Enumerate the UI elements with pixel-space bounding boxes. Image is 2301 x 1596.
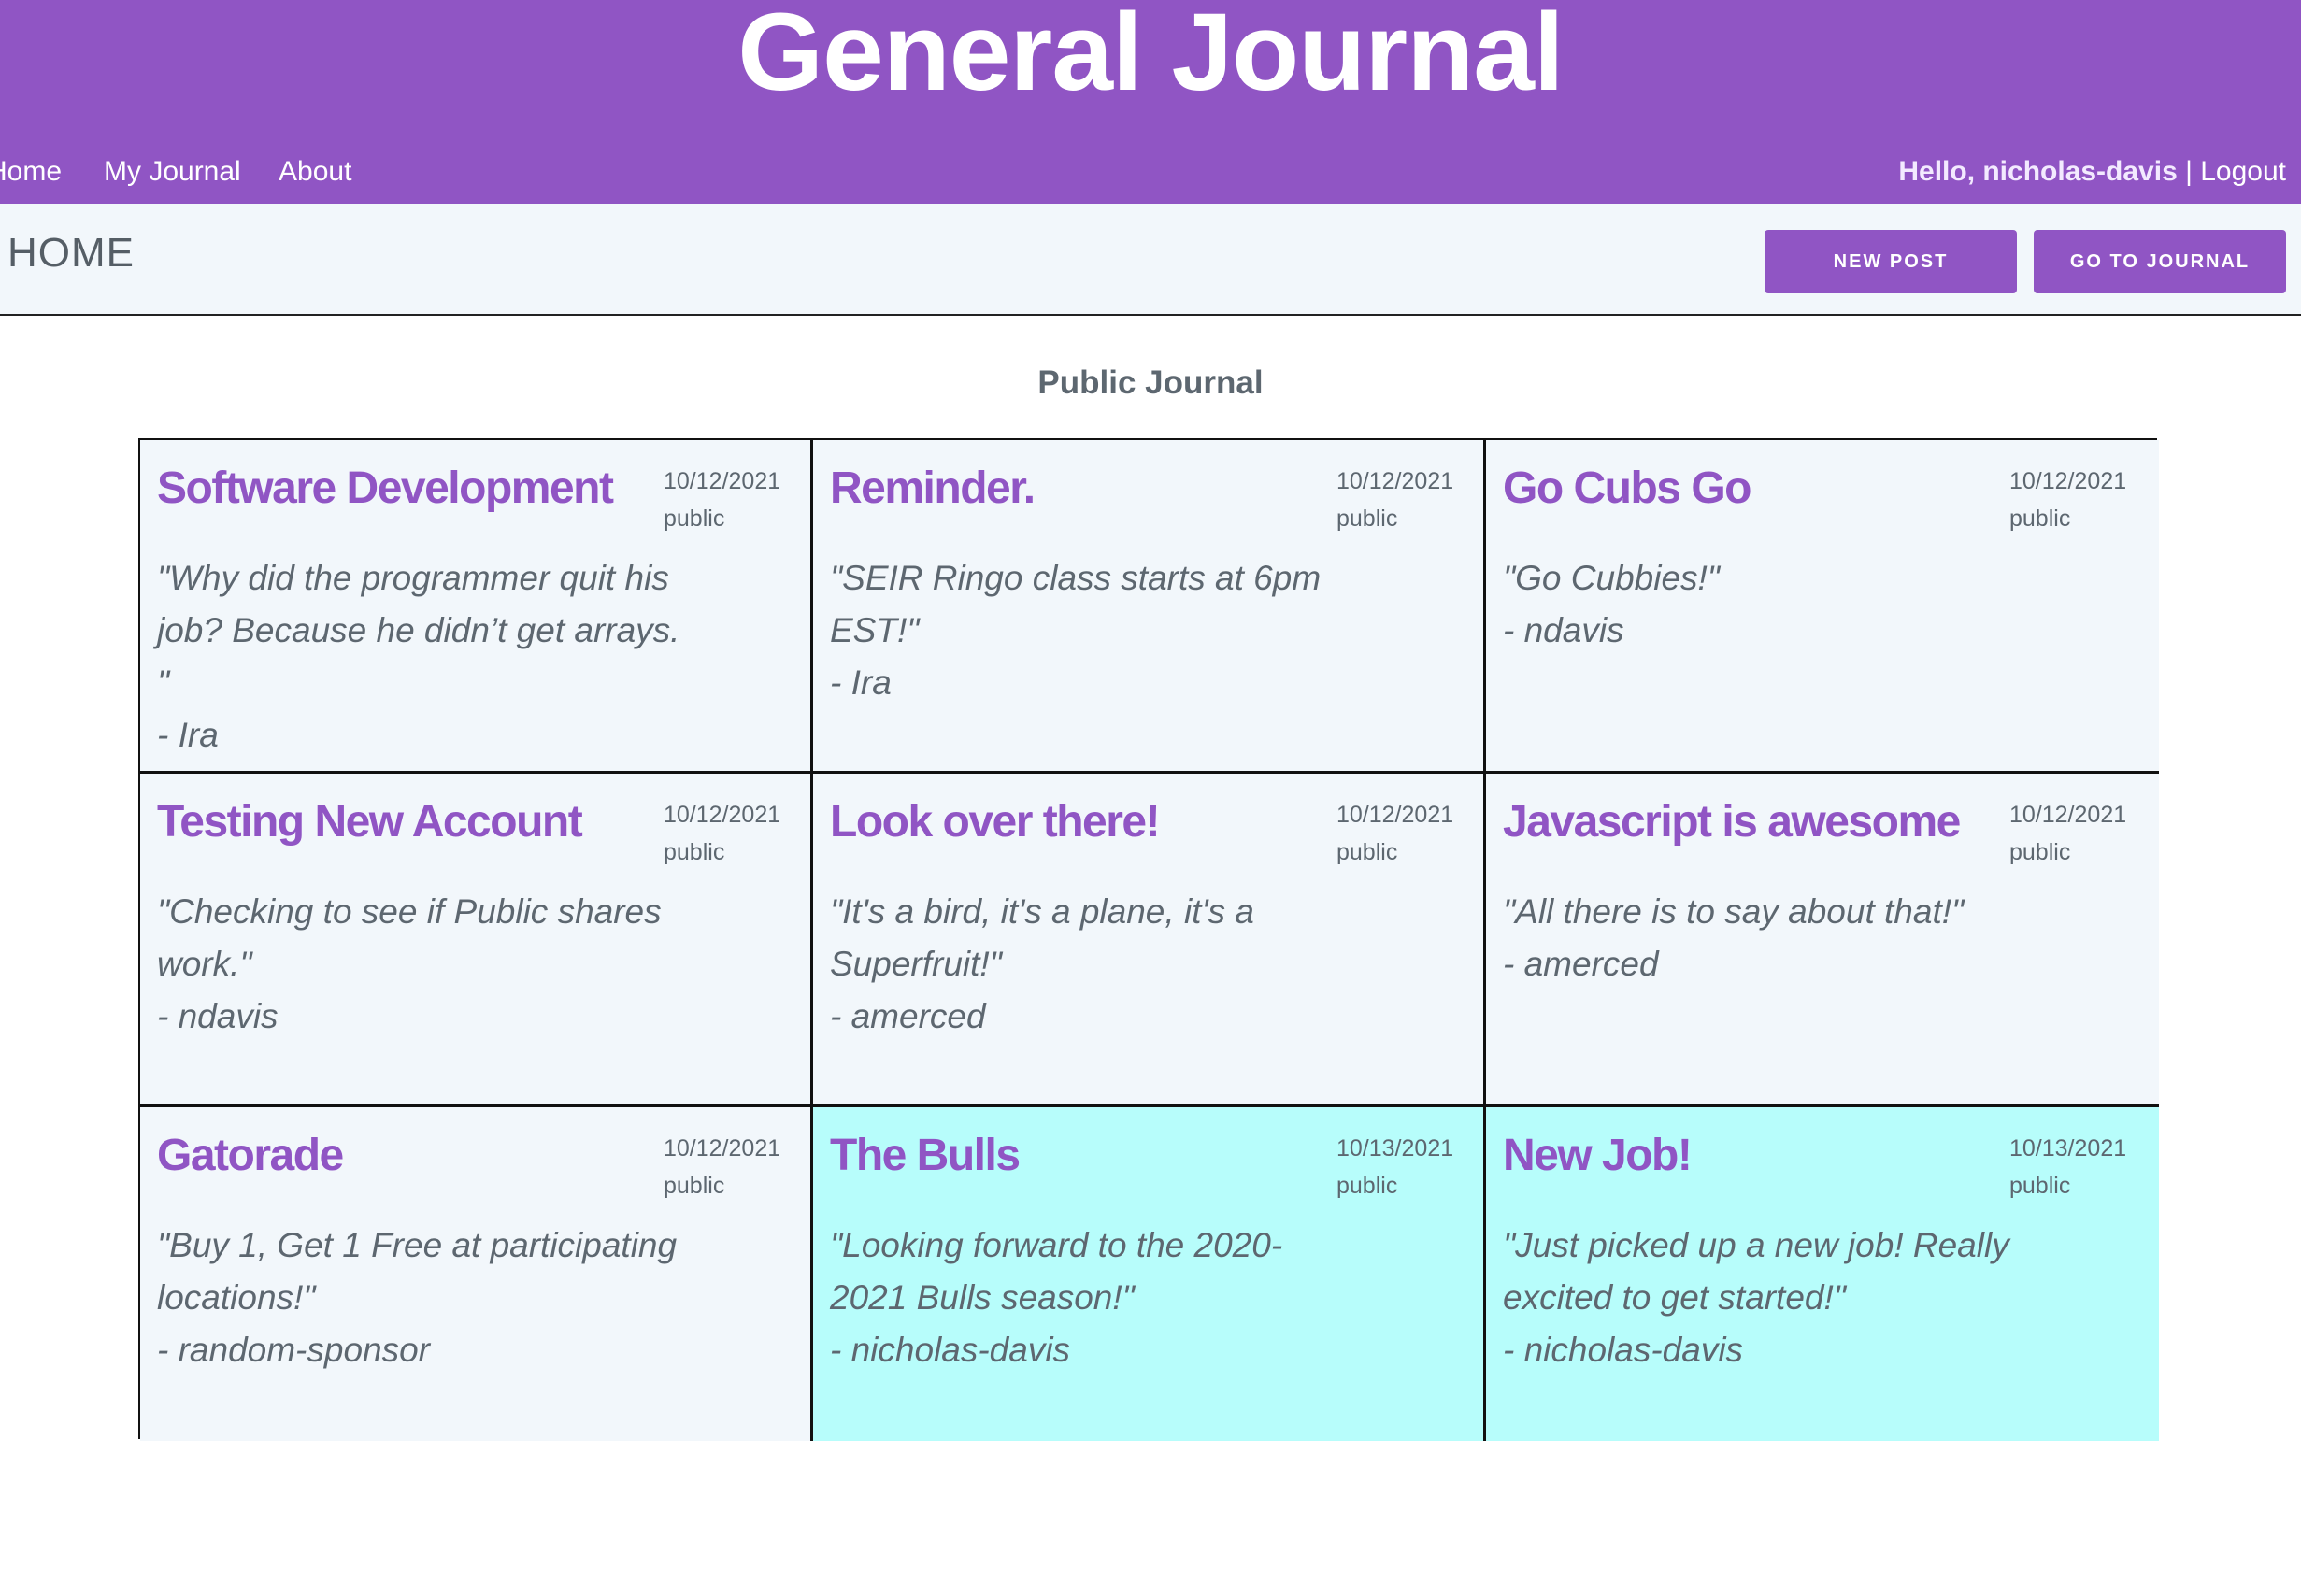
card-title: Testing New Account: [157, 797, 583, 847]
journal-card[interactable]: Javascript is awesome 10/12/2021 public …: [1486, 774, 2159, 1107]
card-author: - nicholas-davis: [830, 1331, 1071, 1369]
journal-card[interactable]: Look over there! 10/12/2021 public "It's…: [813, 774, 1486, 1107]
journal-card[interactable]: Testing New Account 10/12/2021 public "C…: [140, 774, 813, 1107]
journal-card[interactable]: Software Development 10/12/2021 public "…: [140, 440, 813, 774]
card-date: 10/12/2021: [2009, 468, 2127, 494]
card-body: "Looking forward to the 2020-2021 Bulls …: [830, 1219, 1353, 1376]
card-quote: "Checking to see if Public shares work.": [157, 892, 662, 983]
card-body: "Buy 1, Get 1 Free at participating loca…: [157, 1219, 680, 1376]
card-title: Reminder.: [830, 463, 1036, 513]
card-date: 10/13/2021: [2009, 1135, 2127, 1161]
card-date: 10/12/2021: [664, 468, 781, 494]
site-header: General Journal Home My Journal About He…: [0, 0, 2301, 204]
card-date: 10/12/2021: [1336, 802, 1454, 828]
card-visibility: public: [2009, 1173, 2071, 1199]
card-visibility: public: [664, 1173, 725, 1199]
journal-grid: Software Development 10/12/2021 public "…: [138, 438, 2159, 1441]
journal-card[interactable]: Go Cubs Go 10/12/2021 public "Go Cubbies…: [1486, 440, 2159, 774]
card-title: Javascript is awesome: [1503, 797, 1961, 847]
card-date: 10/12/2021: [2009, 802, 2127, 828]
card-author: - amerced: [1503, 945, 1659, 983]
card-author: - ndavis: [157, 997, 279, 1035]
card-quote: "Looking forward to the 2020-2021 Bulls …: [830, 1226, 1283, 1317]
site-title: General Journal: [737, 0, 1564, 114]
journal-card[interactable]: Gatorade 10/12/2021 public "Buy 1, Get 1…: [140, 1107, 813, 1441]
card-title: The Bulls: [830, 1131, 1021, 1180]
card-quote: "Go Cubbies!": [1503, 559, 1720, 597]
nav-link-home[interactable]: Home: [0, 156, 63, 187]
nav-link-my-journal[interactable]: My Journal: [104, 156, 241, 187]
card-title: Look over there!: [830, 797, 1161, 847]
card-title: Go Cubs Go: [1503, 463, 1751, 513]
card-body: "It's a bird, it's a plane, it's a Super…: [830, 886, 1353, 1043]
card-visibility: public: [664, 839, 725, 865]
journal-card-own[interactable]: New Job! 10/13/2021 public "Just picked …: [1486, 1107, 2159, 1441]
section-title: Public Journal: [1037, 364, 1264, 401]
card-visibility: public: [2009, 506, 2071, 532]
journal-card-own[interactable]: The Bulls 10/13/2021 public "Looking for…: [813, 1107, 1486, 1441]
card-quote: "All there is to say about that!": [1503, 892, 1965, 931]
card-date: 10/12/2021: [1336, 468, 1454, 494]
user-menu-separator: |: [2177, 156, 2201, 187]
card-visibility: public: [2009, 839, 2071, 865]
card-author: - random-sponsor: [157, 1331, 431, 1369]
card-author: - nicholas-davis: [1503, 1331, 1744, 1369]
card-visibility: public: [1336, 1173, 1398, 1199]
page-title: HOME: [7, 230, 135, 276]
user-greeting: Hello, nicholas-davis: [1898, 156, 2178, 187]
card-date: 10/12/2021: [664, 802, 781, 828]
card-body: "Go Cubbies!" - ndavis: [1503, 552, 2026, 657]
card-quote: "SEIR Ringo class starts at 6pm EST!": [830, 559, 1322, 649]
card-visibility: public: [1336, 839, 1398, 865]
user-menu: Hello, nicholas-davis | Logout: [1898, 153, 2286, 191]
card-author: - ndavis: [1503, 611, 1624, 649]
card-visibility: public: [1336, 506, 1398, 532]
card-title: Gatorade: [157, 1131, 344, 1180]
card-date: 10/13/2021: [1336, 1135, 1454, 1161]
card-quote: "It's a bird, it's a plane, it's a Super…: [830, 892, 1254, 983]
card-quote: "Why did the programmer quit his job? Be…: [157, 559, 680, 702]
card-body: "All there is to say about that!" - amer…: [1503, 886, 2026, 990]
card-title: New Job!: [1503, 1131, 1693, 1180]
card-body: "Just picked up a new job! Really excite…: [1503, 1219, 2026, 1376]
card-title: Software Development: [157, 463, 614, 513]
journal-card[interactable]: Reminder. 10/12/2021 public "SEIR Ringo …: [813, 440, 1486, 774]
card-author: - amerced: [830, 997, 986, 1035]
card-author: - Ira: [157, 716, 219, 754]
card-quote: "Just picked up a new job! Really excite…: [1503, 1226, 2009, 1317]
card-author: - Ira: [830, 663, 892, 702]
card-visibility: public: [664, 506, 725, 532]
nav-link-about[interactable]: About: [279, 156, 352, 187]
logout-link[interactable]: Logout: [2200, 156, 2286, 187]
card-body: "SEIR Ringo class starts at 6pm EST!" - …: [830, 552, 1353, 709]
go-to-journal-button[interactable]: GO TO JOURNAL: [2034, 230, 2286, 293]
new-post-button[interactable]: NEW POST: [1765, 230, 2017, 293]
card-body: "Why did the programmer quit his job? Be…: [157, 552, 680, 762]
card-body: "Checking to see if Public shares work."…: [157, 886, 680, 1043]
card-date: 10/12/2021: [664, 1135, 781, 1161]
card-quote: "Buy 1, Get 1 Free at participating loca…: [157, 1226, 678, 1317]
